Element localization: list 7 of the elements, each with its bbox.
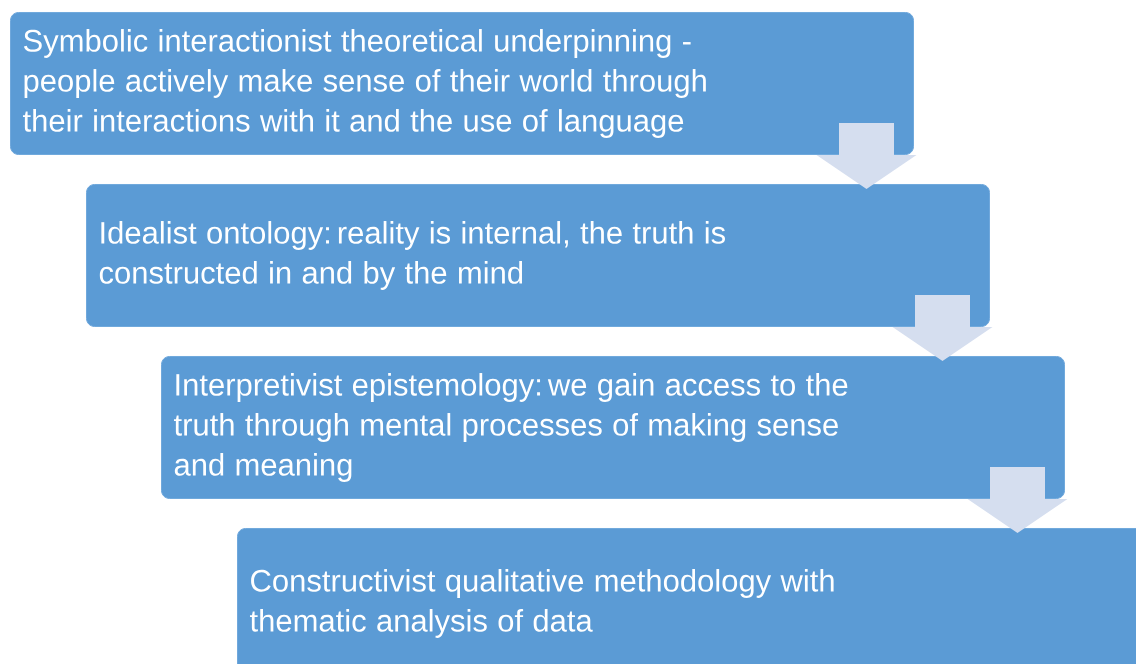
process-box: Interpretivist epistemology: we gain access to the truth through mental processes of making sense and meaning bbox=[161, 356, 1065, 499]
arrow bbox=[967, 467, 1068, 533]
process-box: Idealist ontology: reality is internal, the truth is constructed in and by the mind bbox=[86, 184, 990, 327]
arrow bbox=[892, 295, 993, 361]
arrow bbox=[816, 123, 917, 189]
process-box: Symbolic interactionist theoretical underpinning - people actively make sense of their world through their interactions with it and the use of language bbox=[10, 12, 914, 155]
process-box: Constructivist qualitative methodology with thematic analysis of data bbox=[237, 528, 1136, 664]
